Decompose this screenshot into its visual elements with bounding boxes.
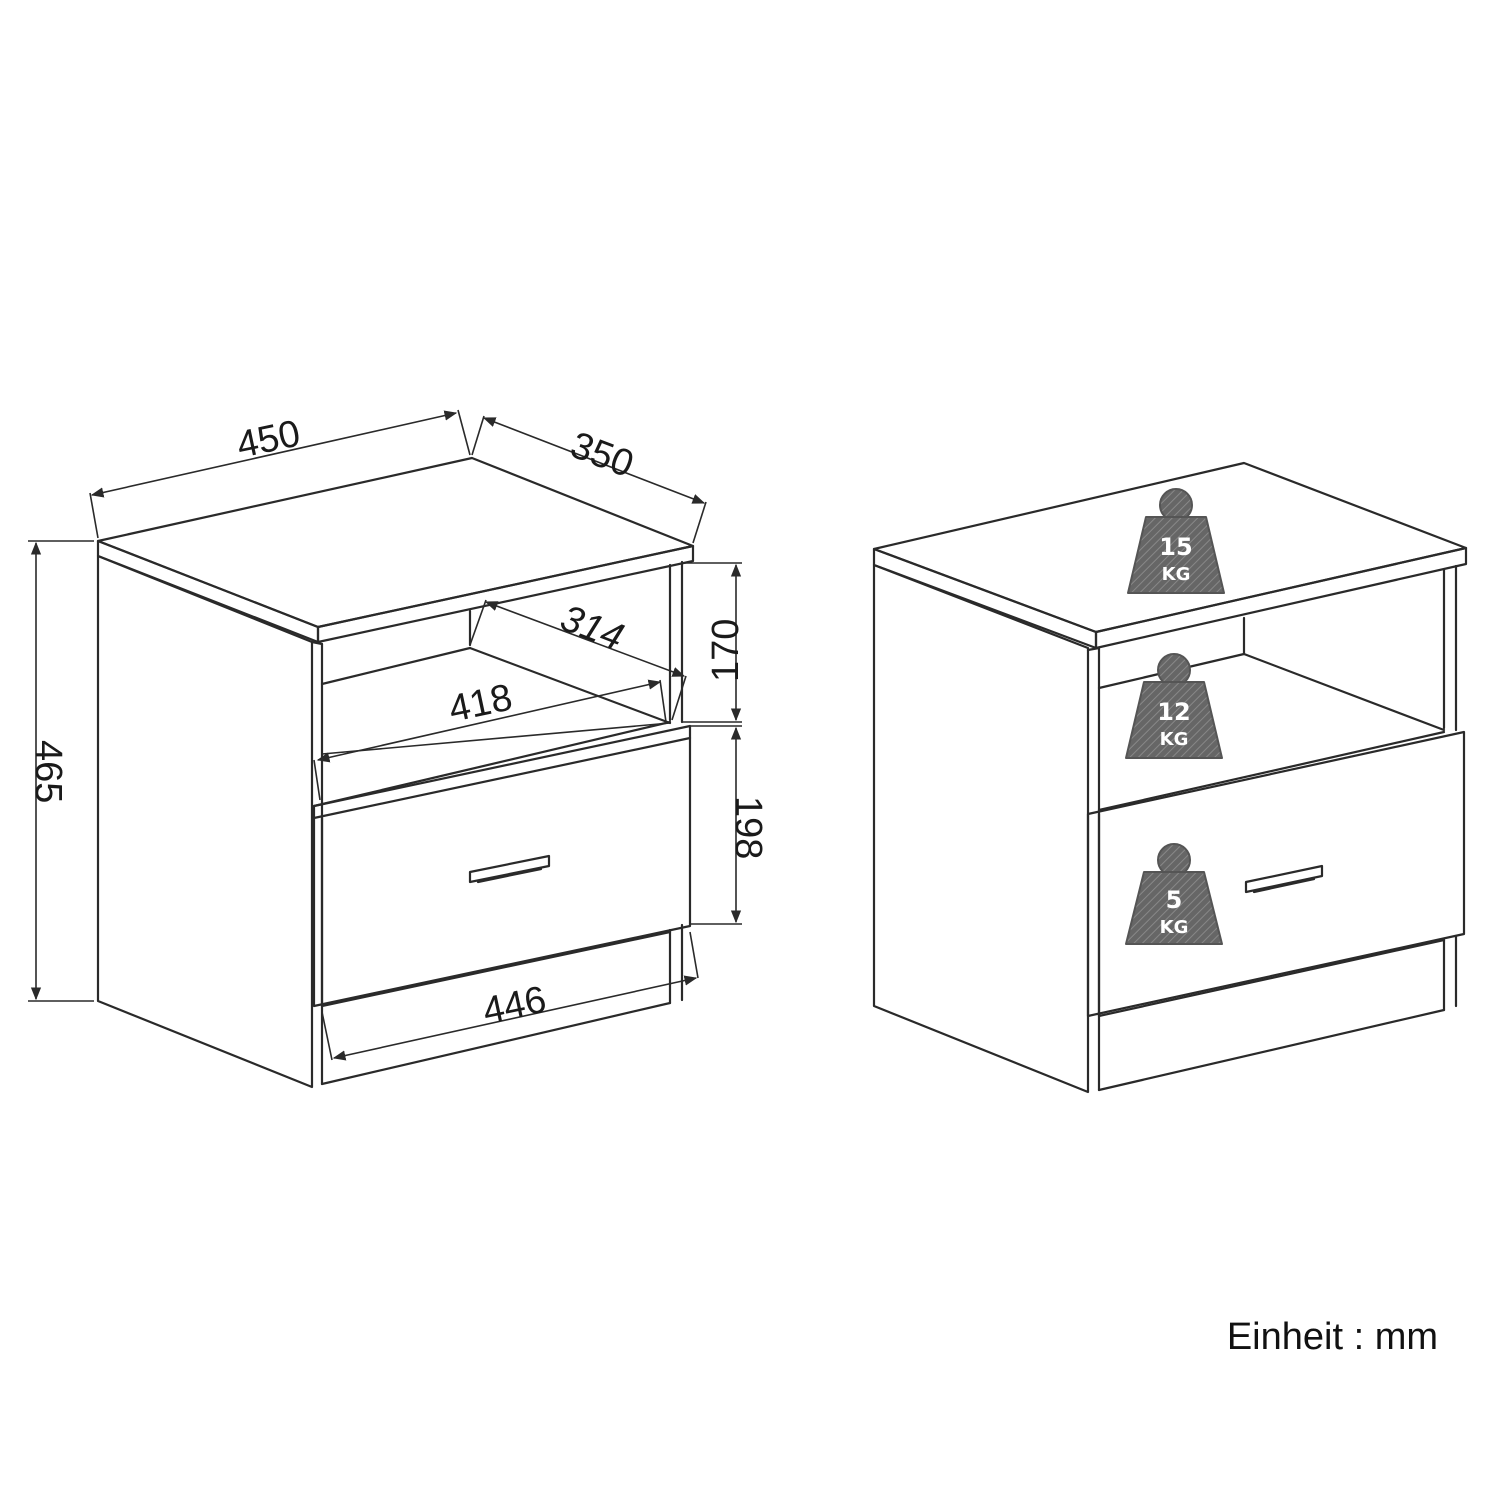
right-drawer-handle: [1244, 864, 1324, 894]
weight-top-value: 15: [1159, 533, 1192, 561]
weight-icon-top: 15 KG: [1127, 488, 1225, 594]
weight-top-unit: KG: [1162, 564, 1191, 585]
right-drawer-front: [1086, 730, 1466, 1018]
right-right-panel: [1442, 564, 1458, 1012]
unit-label: Einheit : mm: [1226, 1316, 1438, 1358]
dim-shelf-width-418: 418: [445, 677, 516, 731]
weight-icon-drawer: 5 KG: [1125, 843, 1223, 945]
left-right-panel: [668, 560, 684, 1005]
right-base-plinth: [1097, 938, 1446, 1092]
weight-shelf-value: 12: [1157, 698, 1190, 726]
left-drawer-front: [312, 720, 692, 1008]
dim-height-465: 465: [27, 740, 69, 803]
right-side-panel: [872, 563, 1101, 1094]
weight-drawer-unit: KG: [1160, 917, 1189, 938]
left-drawer-handle: [468, 854, 551, 884]
dim-drawer-height-198: 198: [727, 796, 769, 859]
left-cabinet-drawing: [96, 456, 695, 1089]
dim-shelf-height-170: 170: [705, 619, 747, 682]
weight-icon-shelf: 12 KG: [1125, 653, 1223, 759]
left-dimension-labels: 450 350 314 418 465 170 198 446: [27, 413, 769, 1033]
left-dimension-lines: [28, 409, 742, 1061]
left-side-panel: [96, 554, 324, 1089]
right-cabinet-drawing: [872, 461, 1468, 1094]
dim-shelf-depth-314: 314: [555, 597, 629, 659]
dim-depth-350: 350: [565, 424, 639, 486]
dim-width-450: 450: [233, 413, 304, 467]
weight-drawer-value: 5: [1166, 886, 1183, 914]
weight-shelf-unit: KG: [1160, 729, 1189, 750]
dim-drawer-width-446: 446: [479, 979, 550, 1033]
